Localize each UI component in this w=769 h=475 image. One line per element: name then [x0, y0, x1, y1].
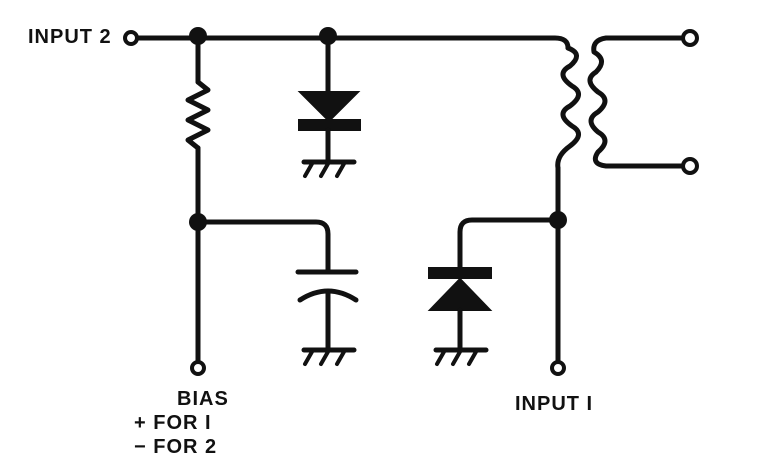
- junction-dot: [189, 213, 207, 231]
- diode2-triangle: [427, 277, 493, 311]
- bias-minus-label: − FOR 2: [134, 436, 218, 458]
- diode2-cathode-bar: [428, 267, 492, 279]
- input2-terminal: [123, 30, 139, 46]
- bias-terminal: [190, 360, 206, 376]
- transformer-primary-coil: [555, 45, 581, 171]
- ground-symbol-capacitor: [301, 347, 357, 366]
- bias-label: BIAS: [177, 388, 229, 410]
- input2-label: INPUT 2: [28, 26, 112, 48]
- input1-label: INPUT I: [515, 393, 594, 415]
- bias-plus-label: + FOR I: [134, 412, 212, 434]
- junction-dot: [549, 211, 567, 229]
- diode1-triangle: [297, 91, 361, 123]
- output-terminal-bottom: [681, 157, 699, 175]
- capacitor-branch-wire: [195, 219, 331, 275]
- ground-symbol-diode2: [433, 347, 489, 366]
- diode2-branch-wire: [457, 217, 561, 271]
- input1-terminal: [550, 360, 566, 376]
- transformer-secondary-coil: [587, 35, 689, 169]
- ground-symbol-diode1: [301, 159, 357, 178]
- resistor: [185, 79, 211, 151]
- junction-dot: [319, 27, 337, 45]
- output-terminal-top: [681, 29, 699, 47]
- junction-dot: [189, 27, 207, 45]
